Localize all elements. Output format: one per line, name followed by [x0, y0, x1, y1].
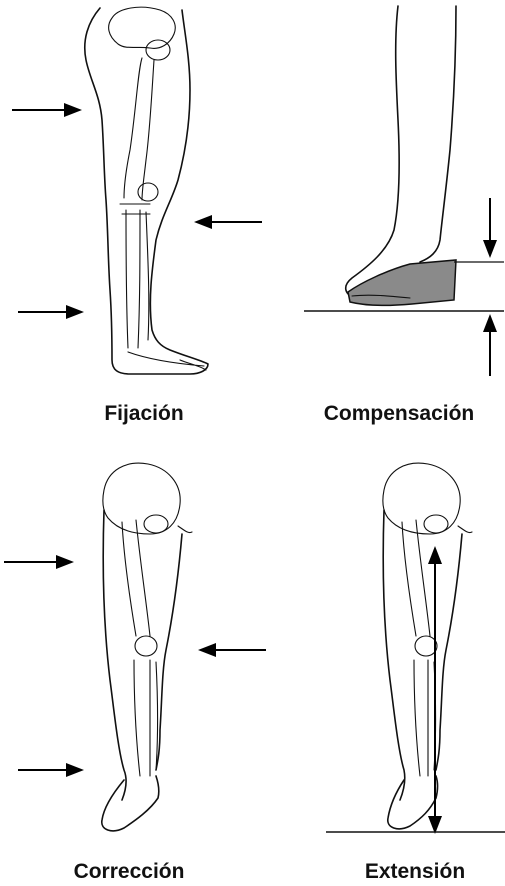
correction-leg-illustration	[0, 450, 260, 830]
extension-label: Extensión	[340, 860, 490, 884]
fixation-panel: Fijación	[0, 0, 260, 440]
fixation-label: Fijación	[84, 402, 204, 426]
correction-panel: Corrección	[0, 450, 260, 886]
fixation-leg-illustration	[0, 0, 260, 400]
compensation-panel: Compensación	[270, 0, 505, 440]
extension-leg-illustration	[320, 450, 505, 840]
extension-panel: Extensión	[320, 450, 505, 886]
correction-label: Corrección	[64, 860, 194, 884]
compensation-foot-illustration	[270, 0, 505, 400]
compensation-wedge	[348, 260, 456, 305]
compensation-label: Compensación	[304, 402, 494, 426]
